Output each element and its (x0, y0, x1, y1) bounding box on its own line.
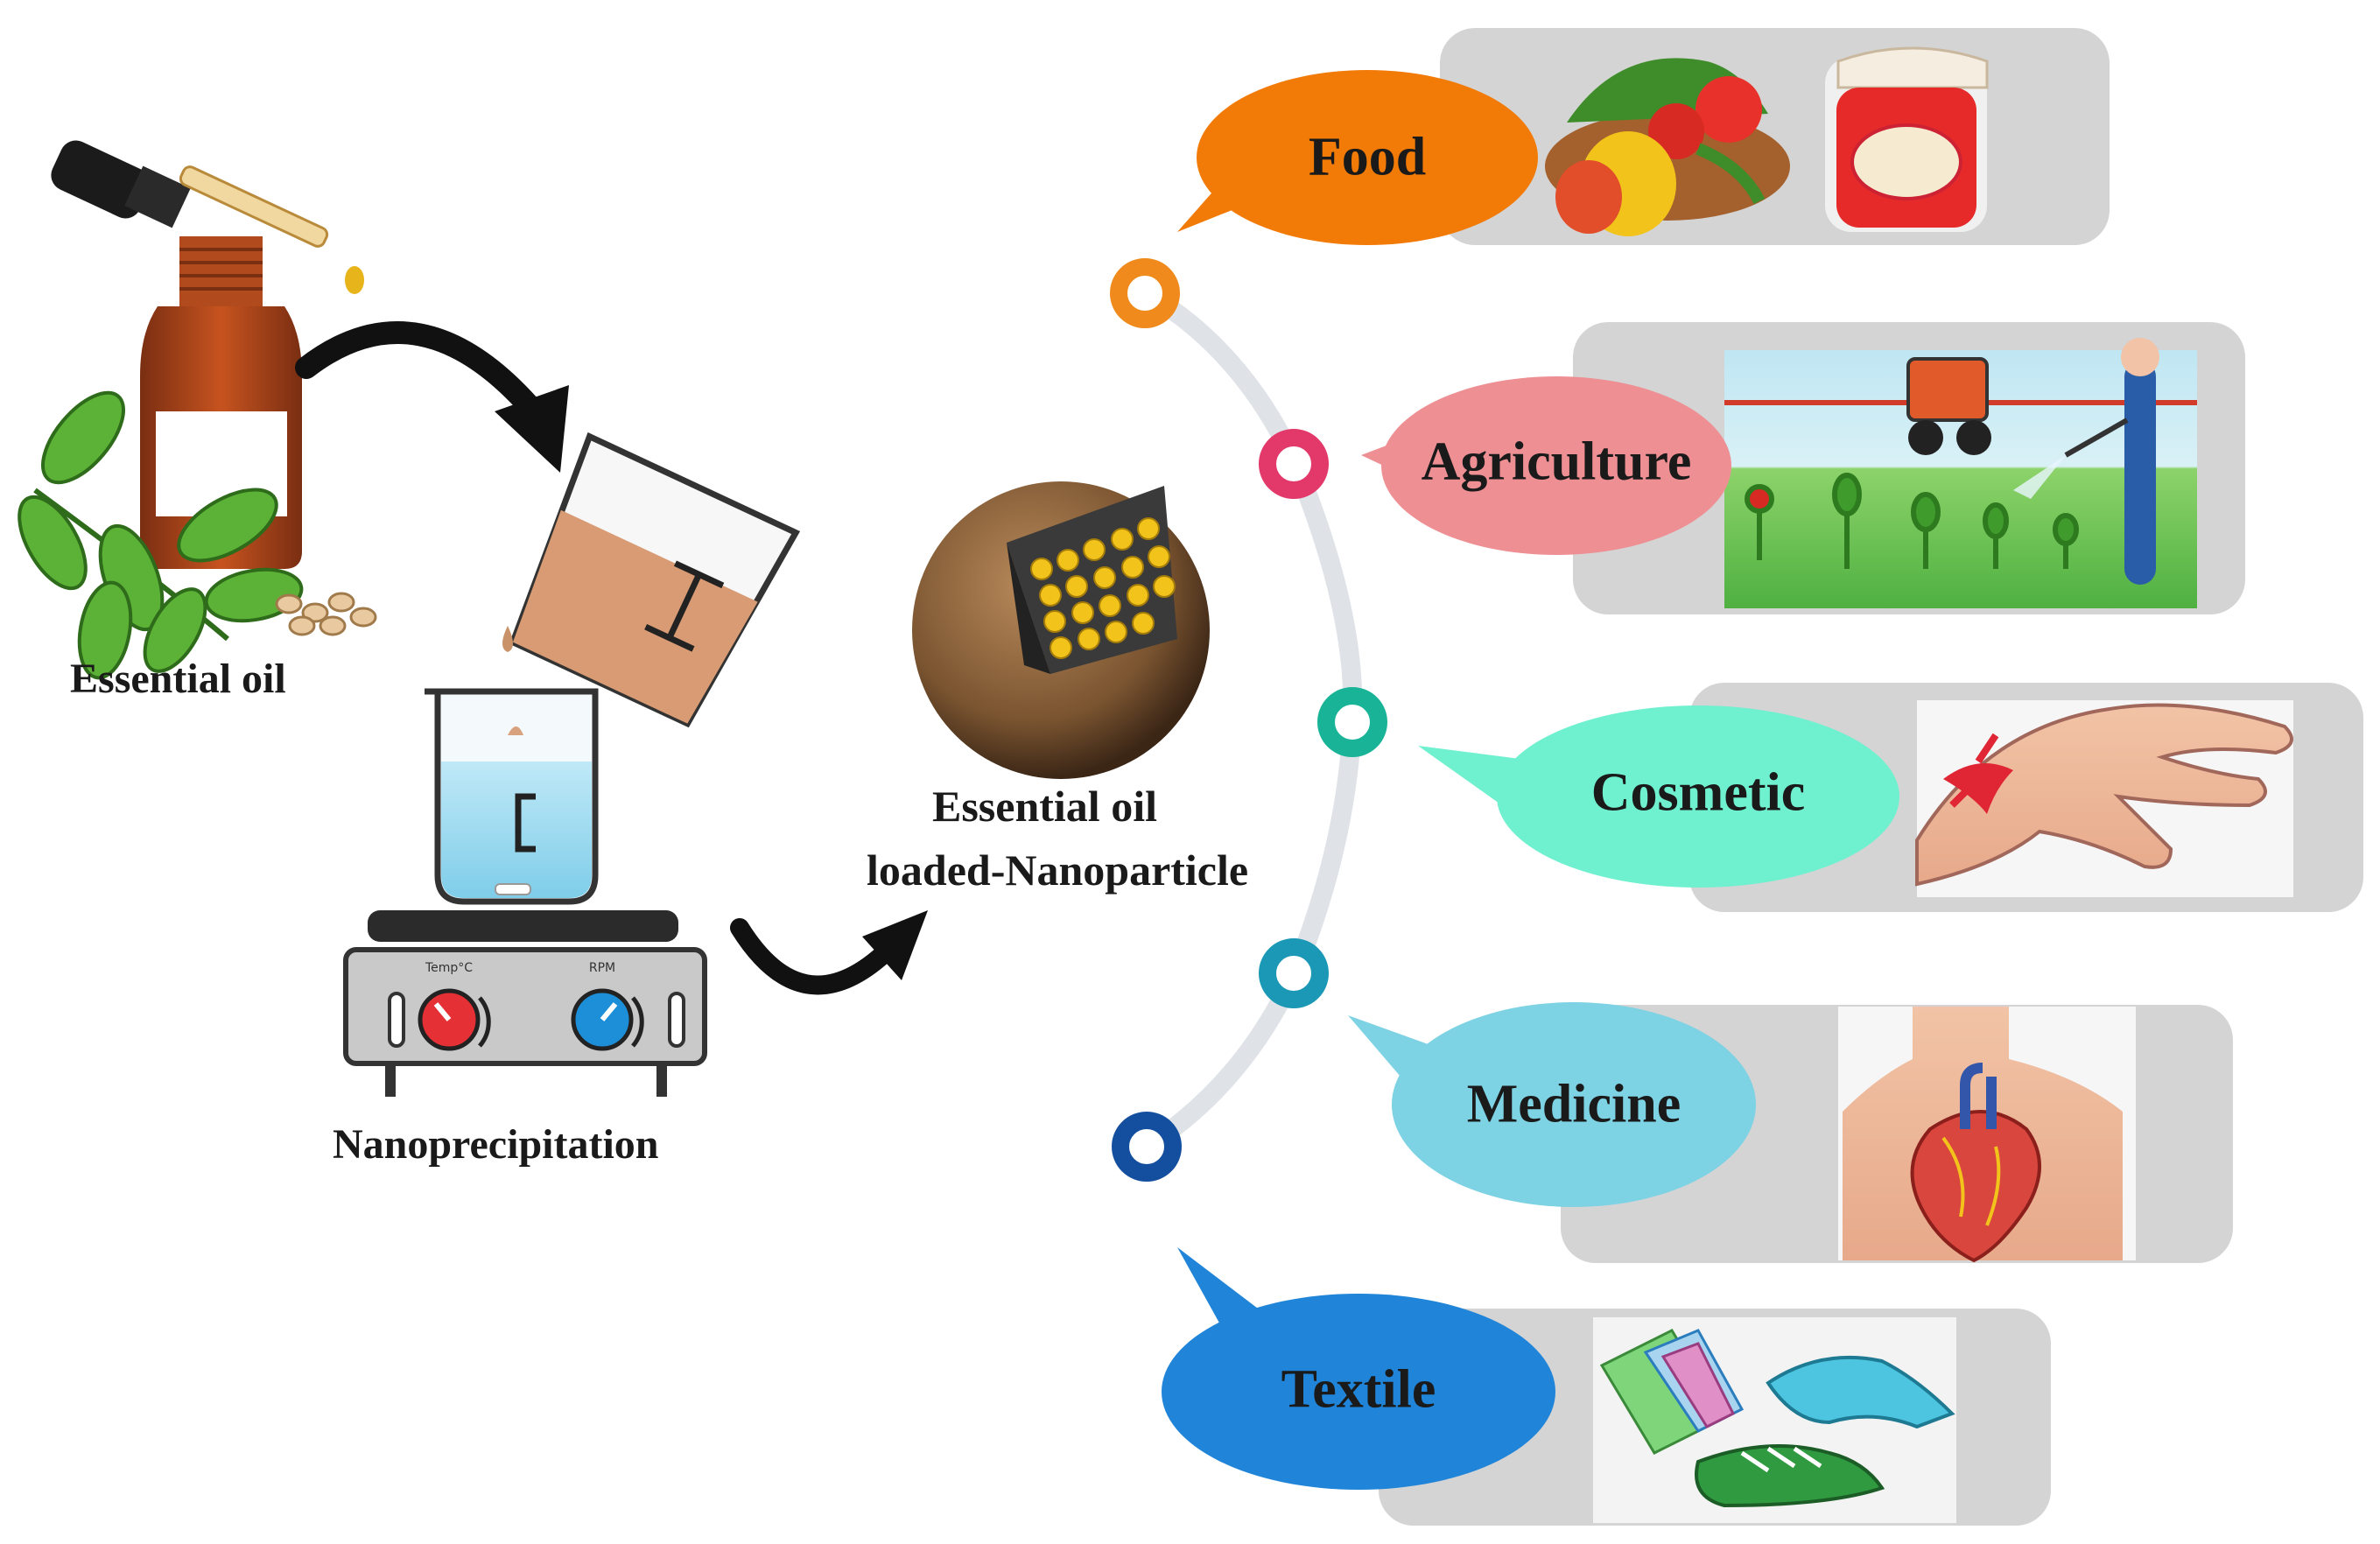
timeline-node-3 (1317, 687, 1387, 757)
wounded-hand-icon (1915, 700, 2293, 897)
food-bubble (1177, 70, 1538, 245)
textile-bubble (1162, 1247, 1555, 1490)
nanoprecipitation-label: Nanoprecipitation (333, 1121, 659, 1168)
leaves-icon (18, 390, 304, 680)
timeline-node-4 (1259, 938, 1329, 1008)
seeds-icon (275, 592, 377, 636)
nanoparticle-label-line1: Essential oil (932, 782, 1157, 831)
rpm-knob-label: RPM (589, 961, 615, 975)
vegetables-icon (1545, 58, 1790, 236)
timeline-nodes (1110, 258, 1387, 1182)
jam-jar-icon (1825, 46, 1989, 232)
nanoparticle-label-line2: loaded-Nanoparticle (867, 846, 1249, 895)
timeline-node-1 (1110, 258, 1180, 328)
dropper-icon (51, 140, 364, 294)
agriculture-panel (1573, 322, 2245, 614)
medicine-bubble (1348, 1002, 1756, 1207)
cosmetic-label: Cosmetic (1590, 762, 1806, 823)
temperature-knob-label: Temp°C (425, 961, 473, 975)
timeline-node-2 (1259, 429, 1329, 499)
essential-oil-label: Essential oil (70, 656, 286, 702)
cosmetic-bubble (1418, 705, 1899, 888)
timeline-node-5 (1112, 1112, 1182, 1182)
agriculture-label: Agriculture (1421, 432, 1692, 492)
field-sprayer-icon (1724, 338, 2197, 608)
textile-label: Textile (1281, 1359, 1436, 1420)
cosmetic-panel (1689, 683, 2363, 912)
arrow-to-nanoparticle (730, 910, 928, 995)
food-label: Food (1308, 127, 1427, 187)
heart-anatomy-icon (1838, 1007, 2136, 1263)
food-panel (1440, 28, 2110, 245)
textiles-icon (1593, 1317, 1956, 1523)
water-beaker-icon (425, 688, 599, 905)
agriculture-bubble (1361, 376, 1731, 555)
nanoparticle-icon (912, 481, 1210, 779)
medicine-label: Medicine (1466, 1074, 1681, 1134)
dropping-drop-icon (502, 626, 513, 652)
hotplate-icon: Temp°C RPM (343, 910, 707, 1097)
arrow-to-pouring-beaker (295, 321, 569, 473)
essential-oil-illustration (18, 140, 377, 680)
pouring-beaker-icon (509, 432, 801, 728)
